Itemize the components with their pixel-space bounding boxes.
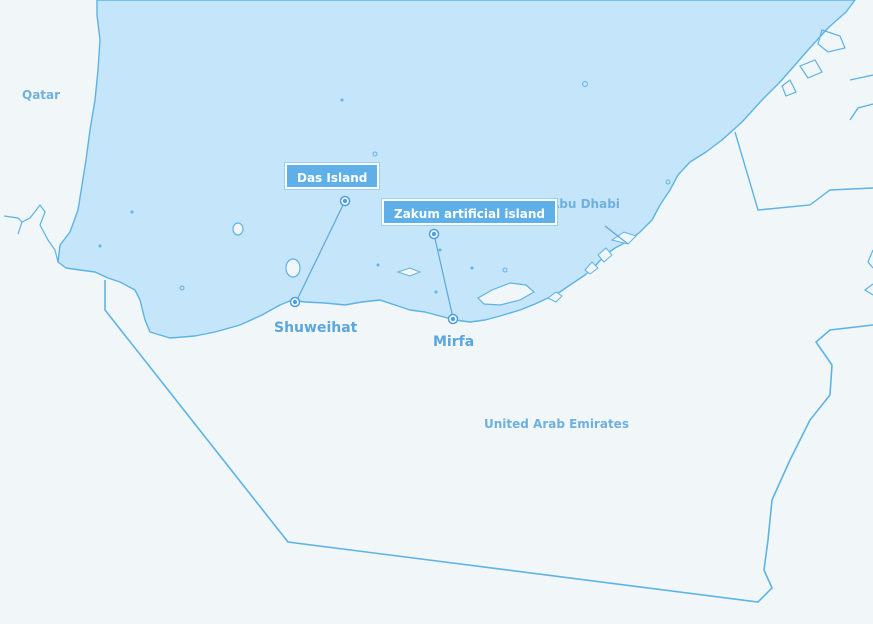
islet	[434, 290, 438, 294]
zakum-marker[interactable]	[428, 228, 440, 240]
zakum-leader-line	[433, 233, 454, 319]
das-island-callout[interactable]: Das Island	[285, 163, 380, 189]
abu-dhabi-label: Abu Dhabi	[550, 197, 620, 211]
island	[477, 282, 536, 306]
islet	[340, 98, 344, 102]
islet	[98, 244, 102, 248]
qatar-label: Qatar	[22, 88, 61, 102]
oman-uae-border	[734, 74, 873, 211]
island	[584, 261, 599, 275]
islet	[438, 248, 442, 252]
das-island-marker[interactable]	[339, 195, 351, 207]
saudi-uae-border	[104, 280, 873, 603]
oman-coast	[863, 249, 873, 296]
shuweihat-marker[interactable]	[289, 296, 301, 308]
abu-dhabi-leader-line	[604, 225, 629, 245]
islet	[470, 266, 474, 270]
shuweihat-label: Shuweihat	[274, 320, 358, 336]
islet	[502, 267, 508, 273]
qatar-coast-detail	[3, 203, 59, 263]
islet	[372, 151, 378, 157]
islet	[376, 263, 380, 267]
zakum-callout[interactable]: Zakum artificial island	[382, 199, 557, 225]
uae-label: United Arab Emirates	[484, 417, 629, 431]
islet	[179, 285, 185, 291]
mirfa-label: Mirfa	[433, 334, 475, 350]
island	[597, 247, 613, 263]
island	[547, 291, 563, 303]
island	[232, 222, 244, 236]
island	[285, 258, 301, 278]
persian-gulf-water	[57, 0, 856, 339]
islet	[582, 81, 588, 87]
island	[396, 267, 422, 277]
island	[610, 231, 637, 245]
mirfa-marker[interactable]	[447, 313, 459, 325]
islet	[130, 210, 134, 214]
das-island-leader-line	[295, 200, 346, 303]
islet	[665, 179, 671, 185]
northern-coast-detail	[781, 29, 846, 97]
